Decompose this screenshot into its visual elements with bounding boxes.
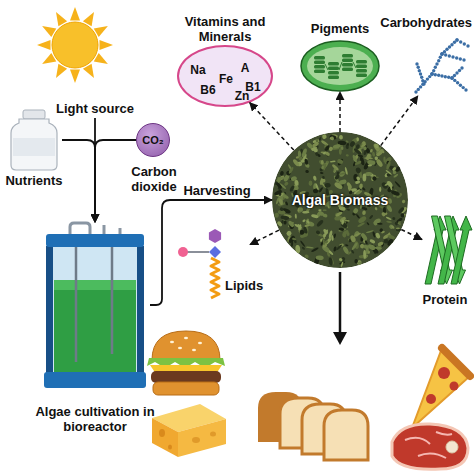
carbohydrate-icon [412, 34, 470, 96]
node-label: Light source [40, 101, 150, 116]
light-source: Light source [40, 2, 150, 118]
node-title: Vitamins and Minerals [167, 14, 283, 44]
flow-arrow [62, 140, 95, 222]
co2-circle: CO₂Carbon dioxide [136, 123, 170, 157]
steak [392, 424, 468, 469]
vitamin-ellipse: Vitamins and MineralsNaAFeB1B6Zn [177, 45, 273, 107]
nutrient-bottle: Nutrients [6, 108, 62, 188]
flow-arrow [150, 200, 272, 305]
pizza-slice [412, 348, 470, 428]
burger [147, 331, 225, 395]
pigment-chloroplast: Pigments [300, 40, 380, 92]
node-label: Lipids [225, 278, 263, 293]
protein-barrel: Protein [422, 212, 470, 290]
lipid-molecule: Lipids [175, 226, 250, 300]
node-label: Algal Biomass [272, 193, 408, 208]
mineral-symbol: Na [190, 63, 205, 78]
dashed-arrow [401, 230, 422, 240]
node-label: Algae cultivation in bioreactor [10, 404, 180, 434]
node-label: Protein [408, 292, 474, 307]
mineral-symbol: B6 [200, 83, 215, 98]
carbohydrate-chain: Carbohydrates [412, 34, 470, 96]
mineral-symbol: Zn [235, 89, 250, 104]
node-label: Carbon dioxide [117, 164, 191, 194]
dashed-arrow [381, 96, 418, 146]
bioreactor: Algae cultivation in bioreactor [40, 222, 150, 392]
formula: CO₂ [137, 124, 169, 156]
bioreactor-icon [40, 222, 150, 392]
flow-arrow [95, 140, 136, 222]
mineral-symbol: A [241, 61, 250, 76]
sun-icon [40, 2, 150, 118]
dashed-arrow [250, 230, 279, 244]
biomass-circle: Algal Biomass [272, 132, 408, 268]
protein-icon [422, 212, 470, 290]
chloroplast-icon [300, 40, 380, 92]
dashed-arrow [339, 92, 341, 132]
node-label: Nutrients [0, 173, 74, 188]
mineral-symbol: Fe [219, 72, 233, 87]
product-arrow [333, 272, 347, 345]
cheese-wedge [152, 404, 226, 457]
dashed-arrow [250, 103, 294, 151]
bread-slices [258, 392, 368, 460]
flow-arrow [94, 118, 96, 222]
edge-label: Harvesting [183, 183, 250, 198]
node-title: Carbohydrates [380, 15, 472, 30]
